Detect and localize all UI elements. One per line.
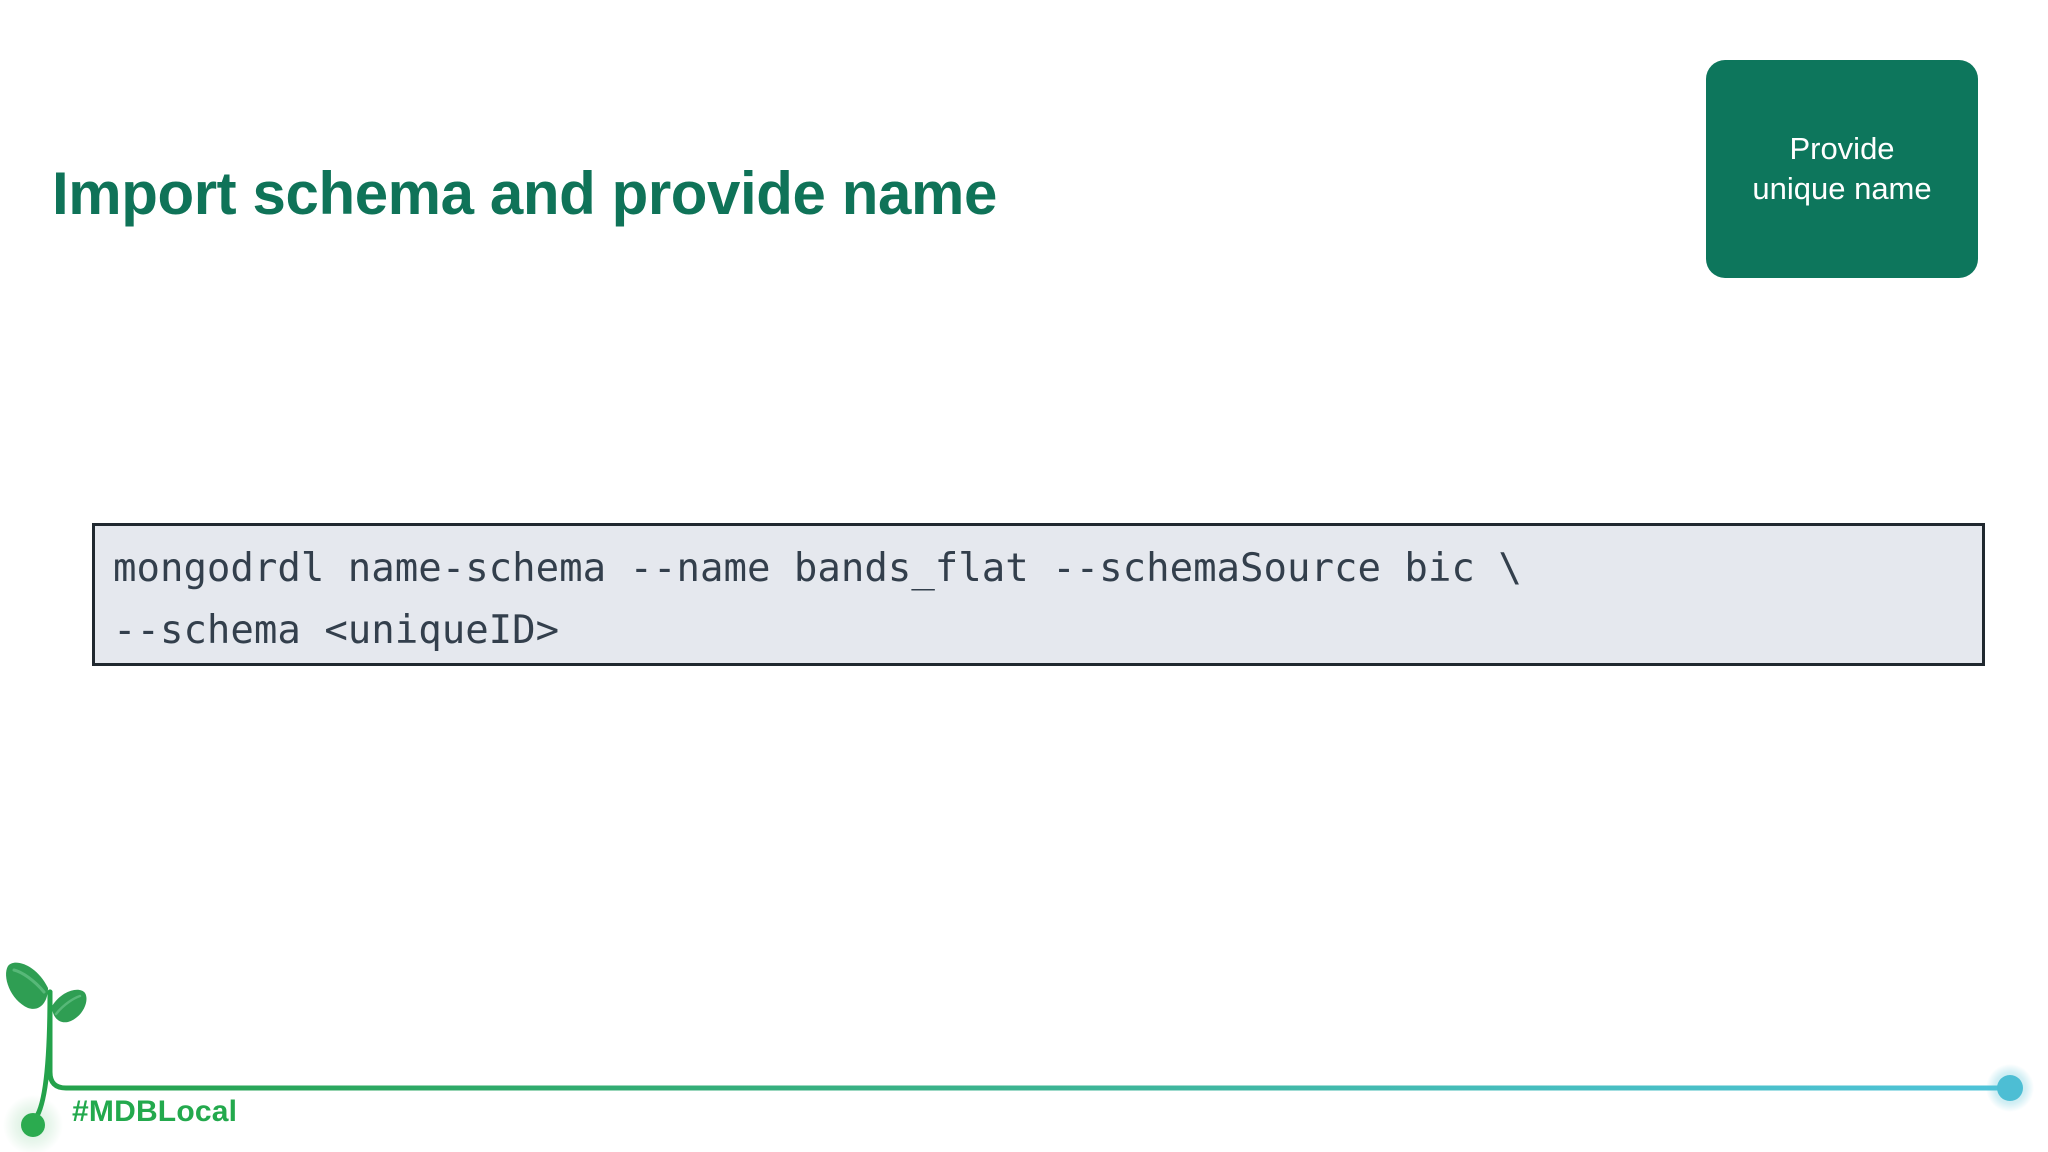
sprout-icon [6,962,2013,1123]
footer-hashtag: #MDBLocal [72,1095,238,1128]
callout-label: Provide unique name [1752,131,1932,206]
footer-left-dot [3,1095,63,1152]
code-block-mongodrdl[interactable]: mongodrdl name-schema --name bands_flat … [92,523,1985,666]
footer-right-dot [1986,1064,2034,1112]
callout-provide-unique-name: Provide unique name [1706,60,1978,278]
footer: #MDBLocal [0,952,2048,1152]
footer-graphic [3,962,2034,1152]
page-title: Import schema and provide name [52,160,997,228]
code-block-text: mongodrdl name-schema --name bands_flat … [113,546,1522,653]
